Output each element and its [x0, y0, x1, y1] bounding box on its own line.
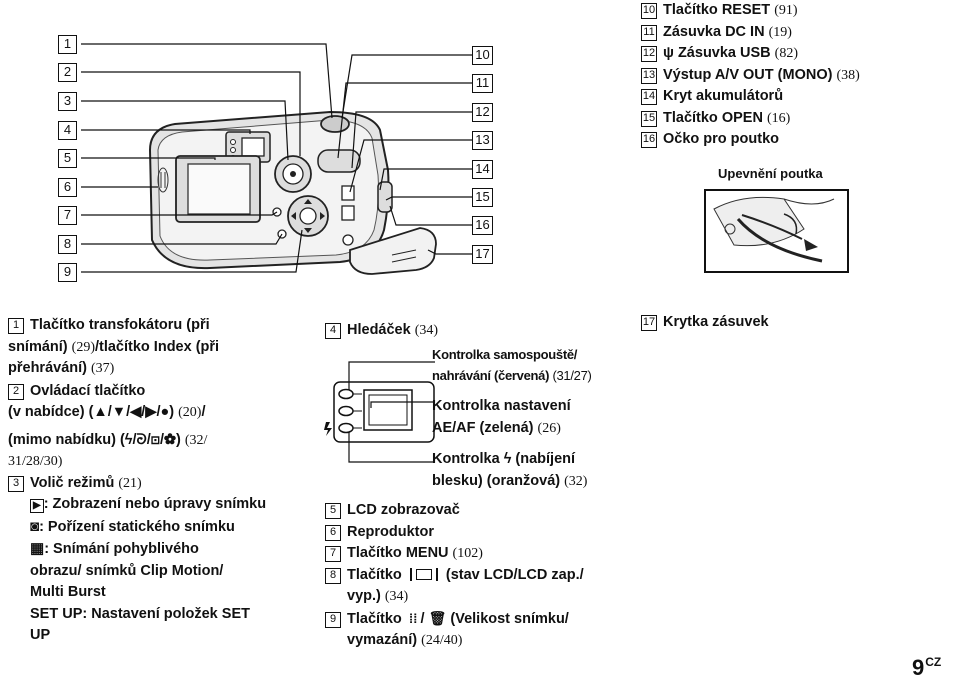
- camera-illustration: [81, 43, 472, 275]
- image-size-icon: ⁞⁞: [408, 610, 418, 626]
- callout-6: 6: [58, 178, 77, 197]
- trash-icon: 🗑: [428, 609, 447, 626]
- callout-1: 1: [58, 35, 77, 54]
- callout-8: 8: [58, 235, 77, 254]
- callout-17: 17: [472, 245, 493, 264]
- indicator-flash: Kontrolka ϟ (nabíjení blesku) (oranžová)…: [432, 451, 588, 489]
- callout-5: 5: [58, 149, 77, 168]
- callout-13: 13: [472, 131, 493, 150]
- indicator-self-timer: Kontrolka samospouště/ nahrávání (červen…: [432, 347, 592, 383]
- callout-16: 16: [472, 216, 493, 235]
- page-number: 9CZ: [912, 655, 942, 680]
- callout-12: 12: [472, 103, 493, 122]
- callout-2: 2: [58, 63, 77, 82]
- display-icon: [409, 567, 438, 581]
- indicator-leaders: [348, 361, 435, 463]
- callout-10: 10: [472, 46, 493, 65]
- callout-7: 7: [58, 206, 77, 225]
- callout-15: 15: [472, 188, 493, 207]
- callout-11: 11: [472, 74, 493, 93]
- playback-icon: ▶: [30, 499, 44, 513]
- camera-icon: ◙: [30, 517, 40, 535]
- movie-icon: ▦: [30, 540, 45, 557]
- callout-3: 3: [58, 92, 77, 111]
- strap-caption: Upevnění poutka: [718, 166, 823, 181]
- viewfinder-diagram: [324, 381, 435, 443]
- strap-illustration: [704, 189, 849, 273]
- callout-14: 14: [472, 160, 493, 179]
- indicator-ae-af: Kontrolka nastavení AE/AF (zelená) (26): [432, 398, 571, 436]
- callout-4: 4: [58, 121, 77, 140]
- callout-9: 9: [58, 263, 77, 282]
